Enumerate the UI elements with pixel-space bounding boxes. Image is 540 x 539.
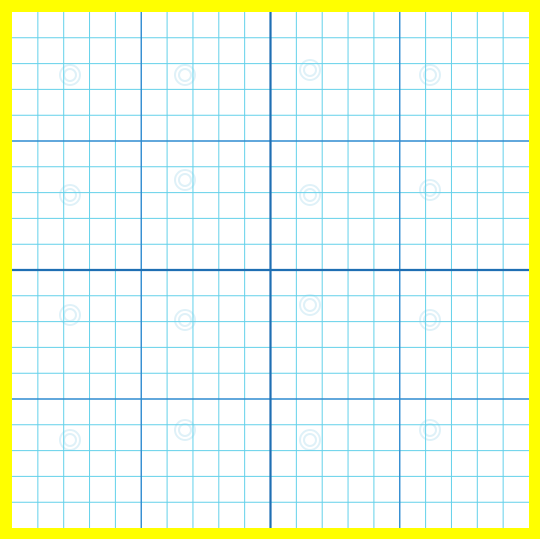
dreamstime-logo-icon: [419, 179, 441, 201]
dreamstime-logo-icon: [174, 309, 196, 331]
watermark-layer: [59, 59, 441, 451]
center-axis-lines: [12, 12, 529, 528]
dreamstime-logo-icon: [299, 294, 321, 316]
dreamstime-logo-icon: [174, 419, 196, 441]
dreamstime-logo-icon: [419, 419, 441, 441]
dreamstime-logo-icon: [299, 184, 321, 206]
dreamstime-logo-icon: [419, 64, 441, 86]
dreamstime-logo-icon: [419, 309, 441, 331]
dreamstime-logo-icon: [299, 429, 321, 451]
dreamstime-logo-icon: [174, 64, 196, 86]
dreamstime-logo-icon: [174, 169, 196, 191]
